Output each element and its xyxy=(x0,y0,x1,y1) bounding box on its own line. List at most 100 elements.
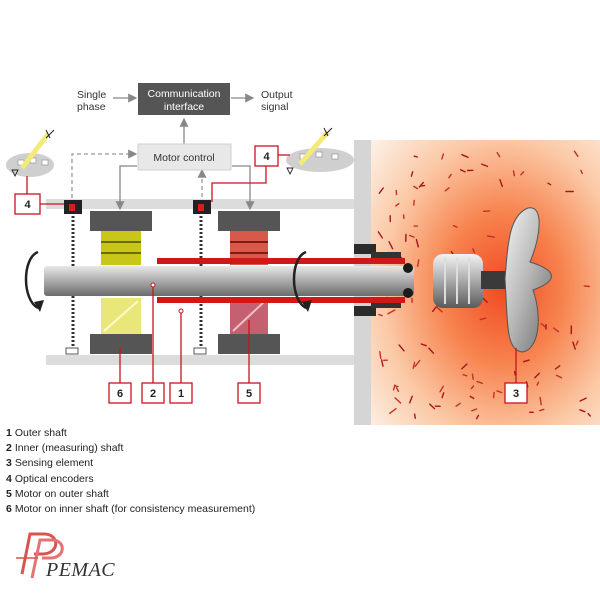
callout-inner-shaft: 2 xyxy=(150,388,156,400)
particle xyxy=(572,341,576,350)
legend-number: 4 xyxy=(6,472,12,485)
particle xyxy=(378,313,383,317)
motor-outer-top-cap xyxy=(218,211,280,231)
particle xyxy=(389,408,397,414)
particle xyxy=(462,374,468,377)
legend-text: Optical encoders xyxy=(14,472,94,485)
legend-text: Outer shaft xyxy=(14,427,67,439)
particle xyxy=(417,259,420,267)
particle xyxy=(472,248,476,254)
particle xyxy=(513,370,516,376)
particle xyxy=(387,309,396,315)
particle xyxy=(378,187,384,194)
particle xyxy=(413,185,419,190)
particle xyxy=(536,381,540,386)
particle xyxy=(439,385,444,393)
callout-inner-shaft-box xyxy=(141,382,165,404)
output-signal-line2: signal xyxy=(261,101,288,113)
callout-motor-outer-box xyxy=(237,382,261,404)
callout-motor-inner-box xyxy=(108,382,132,404)
single-phase-line1: Single xyxy=(77,89,106,101)
particle xyxy=(418,181,424,188)
particle xyxy=(377,231,383,239)
housing-bottom-wall xyxy=(46,355,354,365)
legend-number: 6 xyxy=(6,503,12,516)
particle xyxy=(496,390,503,394)
callout-encoder-left-box xyxy=(14,193,41,215)
particle xyxy=(395,202,400,207)
particle xyxy=(481,163,489,168)
single-phase-line2: phase xyxy=(77,101,106,113)
pemac-logo-mark xyxy=(16,532,64,579)
legend-number: 5 xyxy=(6,487,12,500)
particle xyxy=(448,173,452,179)
particle xyxy=(435,306,443,313)
callout-sensing-element: 3 xyxy=(513,388,519,400)
particle xyxy=(412,361,416,369)
callout-outer-shaft-box xyxy=(169,382,193,404)
particle xyxy=(479,317,487,321)
legend-text: Sensing element xyxy=(14,457,94,470)
particle xyxy=(579,397,587,402)
particle xyxy=(587,412,591,417)
rotation-arrow-left xyxy=(24,250,39,310)
particle xyxy=(428,347,435,354)
rotation-arrow-right xyxy=(292,250,307,310)
seal-block-top xyxy=(371,252,401,260)
particle xyxy=(540,322,546,328)
particle xyxy=(482,297,488,303)
particle xyxy=(394,397,402,404)
particle xyxy=(461,363,468,370)
particle xyxy=(471,408,478,412)
legend-number: 2 xyxy=(6,442,12,455)
particle xyxy=(410,171,414,177)
particle xyxy=(461,153,469,159)
communication-interface-line2: interface xyxy=(164,101,204,113)
particle xyxy=(459,168,466,173)
particle xyxy=(552,327,560,333)
particle xyxy=(413,155,418,158)
motor-control-box xyxy=(137,143,232,171)
optical-encoder-illustration-left xyxy=(6,129,55,178)
callout-outer-shaft: 1 xyxy=(178,388,184,400)
particle xyxy=(522,359,530,363)
particle xyxy=(580,169,583,175)
particle xyxy=(583,285,590,288)
legend-number: 3 xyxy=(6,457,12,470)
particle xyxy=(380,359,384,367)
communication-interface-box xyxy=(138,83,230,115)
particle xyxy=(534,372,540,379)
particle xyxy=(420,343,427,347)
particle xyxy=(413,413,416,419)
motor-inner-bottom-cap xyxy=(90,334,152,354)
callout-encoder-left: 4 xyxy=(24,199,31,211)
particle xyxy=(539,396,542,406)
particle xyxy=(471,373,474,380)
particle xyxy=(455,402,461,407)
seal-top xyxy=(354,244,376,254)
legend-text: Motor on inner shaft (for consistency me… xyxy=(14,503,256,516)
particle xyxy=(469,395,475,400)
particle xyxy=(444,187,450,192)
particle xyxy=(520,171,525,176)
particle xyxy=(476,380,483,384)
particle xyxy=(408,234,415,238)
particle xyxy=(441,392,445,399)
particle xyxy=(499,178,503,188)
particles xyxy=(377,150,591,420)
sensor-neck xyxy=(481,271,507,289)
callout-sensing-element-box xyxy=(504,382,528,404)
output-signal-line1: Output xyxy=(261,89,293,101)
communication-interface-line1: Communication xyxy=(148,88,221,100)
particle xyxy=(573,150,579,158)
particle xyxy=(415,238,419,248)
particle xyxy=(539,408,545,412)
optical-encoder-illustration-right xyxy=(286,127,354,176)
callout-encoder-right: 4 xyxy=(263,151,270,163)
